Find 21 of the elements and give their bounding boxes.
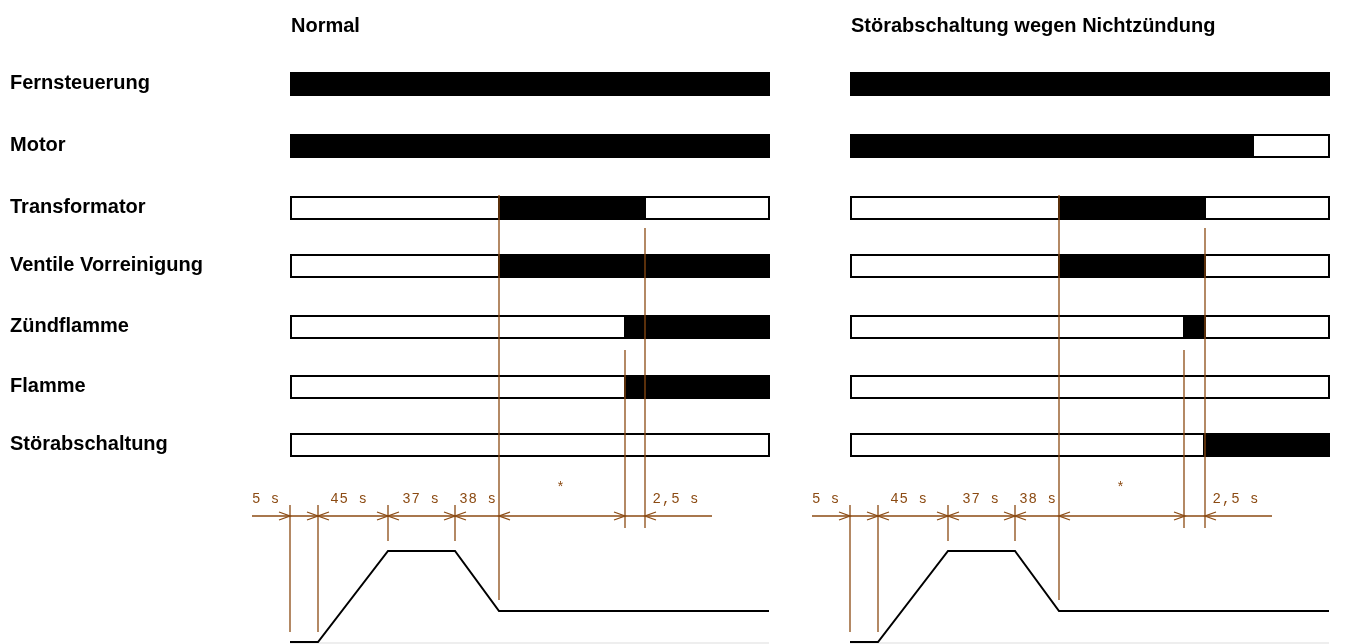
dimension-label: 38 s: [1019, 491, 1057, 507]
dimension-label: *: [556, 480, 566, 496]
signal-name: Transformator: [10, 195, 146, 218]
dimension-label: *: [1116, 480, 1126, 496]
dimension-label: 2,5 s: [652, 491, 700, 507]
signal-name: Fernsteuerung: [10, 71, 151, 94]
dimension-label: 38 s: [459, 491, 497, 507]
dimension-label: 5 s: [251, 491, 281, 507]
dimension-label: 37 s: [402, 491, 440, 507]
signal-name: Zündflamme: [10, 314, 129, 337]
signal-name: Ventile Vorreinigung: [10, 253, 203, 276]
signal-name: Störabschaltung: [10, 432, 168, 455]
dimension-label: 5 s: [811, 491, 841, 507]
dimension-label: 2,5 s: [1212, 491, 1260, 507]
column-heading: Störabschaltung wegen Nichtzündung: [851, 14, 1216, 37]
dimension-label: 45 s: [330, 491, 368, 507]
column-heading: Normal: [291, 14, 360, 37]
signal-name: Flamme: [10, 374, 86, 397]
signal-name: Motor: [10, 133, 66, 156]
dimension-label: 37 s: [962, 491, 1000, 507]
dimension-label: 45 s: [890, 491, 928, 507]
